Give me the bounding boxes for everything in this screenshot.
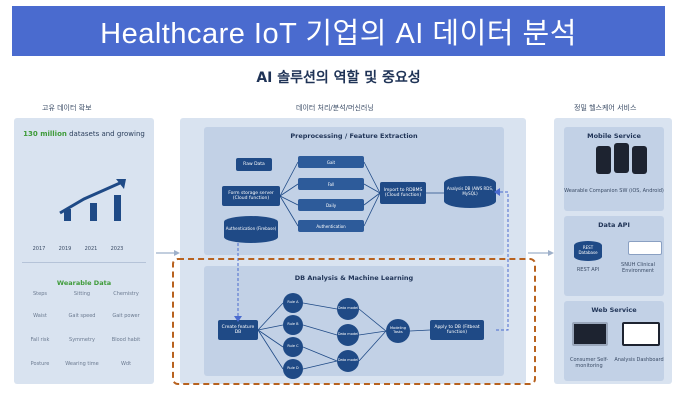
wearable-item: Gait power xyxy=(112,313,140,319)
mobile-service-title: Mobile Service xyxy=(587,132,641,140)
authentication-node: Authentication xyxy=(298,220,364,232)
wearable-item: Sitting xyxy=(73,291,91,297)
analysis-db: Analysis DB (AWS RDS, MySQL) xyxy=(444,176,496,208)
wearable-item: Symmetry xyxy=(69,337,95,343)
data-model-node: Data model xyxy=(337,324,359,346)
apply-to-db-node: Apply to DB (Fitbeat function) xyxy=(430,320,484,340)
diagram-title: AI 솔루션의 역할 및 중요성 xyxy=(256,70,421,86)
phone-icon xyxy=(632,146,647,174)
highlight-frame xyxy=(172,258,536,385)
wearable-item: Steps xyxy=(33,291,47,297)
modeling-tasks-node: Modeling Tasks xyxy=(386,319,410,343)
header-banner: Healthcare IoT 기업의 AI 데이터 분석 xyxy=(12,6,665,56)
year-label: 2021 xyxy=(84,246,98,252)
clinical-environment-label: SNUH Clinical Environment xyxy=(621,262,655,274)
rest-database-icon: REST Database xyxy=(574,241,602,261)
wearable-item: Waist xyxy=(33,313,47,319)
header-title: Healthcare IoT 기업의 AI 데이터 분석 xyxy=(100,18,577,50)
fall-node: Fall xyxy=(298,178,364,190)
column-title-right: 정밀 헬스케어 서비스 xyxy=(574,104,637,112)
rule-node: Rule D xyxy=(283,359,303,379)
phone-icon xyxy=(596,146,611,174)
create-feature-db-node: Create feature DB xyxy=(218,320,258,340)
growth-bar xyxy=(90,203,97,221)
rest-api-label: REST API xyxy=(576,267,600,273)
rule-node: Rule C xyxy=(283,337,303,357)
monitor-icon xyxy=(572,322,608,346)
wearable-item: Fall risk xyxy=(30,337,50,343)
rule-node: Rule A xyxy=(283,293,303,313)
gait-node: Gait xyxy=(298,156,364,168)
growth-bar xyxy=(114,195,121,221)
growth-bar-chart xyxy=(59,179,126,221)
form-storage-node: Form storage server (Cloud function) xyxy=(222,186,280,206)
authentication-db: Authentication (Firebase) xyxy=(224,216,278,243)
wearable-item: Wdt xyxy=(120,361,132,367)
wearable-data-title: Wearable Data xyxy=(56,279,112,287)
mobile-service-caption: Wearable Companion SW (iOS, Android) xyxy=(564,188,664,194)
wearable-item: Posture xyxy=(30,361,50,367)
data-api-title: Data API xyxy=(598,221,630,229)
import-rdbms-node: Import to RDBMS (Cloud function) xyxy=(380,182,426,204)
phone-icon xyxy=(614,143,629,173)
year-label: 2023 xyxy=(110,246,124,252)
left-panel xyxy=(14,118,154,384)
ml-title: DB Analysis & Machine Learning xyxy=(294,274,414,282)
wearable-item: Wearing time xyxy=(65,361,99,367)
web-service-title: Web Service xyxy=(591,306,637,314)
wearable-item: Blood habit xyxy=(111,337,141,343)
preprocessing-title: Preprocessing / Feature Extraction xyxy=(290,132,418,140)
datasets-number: 130 million xyxy=(23,130,67,138)
wearable-item: Chemistry xyxy=(113,291,139,297)
snuh-logo xyxy=(628,241,662,255)
column-title-left: 고유 데이터 확보 xyxy=(42,104,92,112)
daily-node: Daily xyxy=(298,199,364,211)
datasets-headline: 130 million datasets and growing xyxy=(14,130,154,139)
analysis-dashboard-label: Analysis Dashboard xyxy=(614,357,664,363)
rule-node: Rule B xyxy=(283,315,303,335)
consumer-self-monitoring-label: Consumer Self-monitoring xyxy=(569,357,608,369)
year-label: 2017 xyxy=(32,246,46,252)
year-label: 2019 xyxy=(58,246,72,252)
growth-arrow xyxy=(59,181,121,215)
raw-data-node: Raw Data xyxy=(236,158,272,171)
column-title-center: 데이터 처리/분석/머신러닝 xyxy=(296,104,374,112)
data-model-node: Data model xyxy=(337,350,359,372)
divider xyxy=(22,262,146,263)
datasets-text: datasets and growing xyxy=(69,130,145,138)
dashboard-icon xyxy=(622,322,660,346)
growth-bar xyxy=(64,209,71,221)
wearable-item: Gait speed xyxy=(68,313,96,319)
data-model-node: Data model xyxy=(337,298,359,320)
growth-arrow-head xyxy=(116,179,126,189)
